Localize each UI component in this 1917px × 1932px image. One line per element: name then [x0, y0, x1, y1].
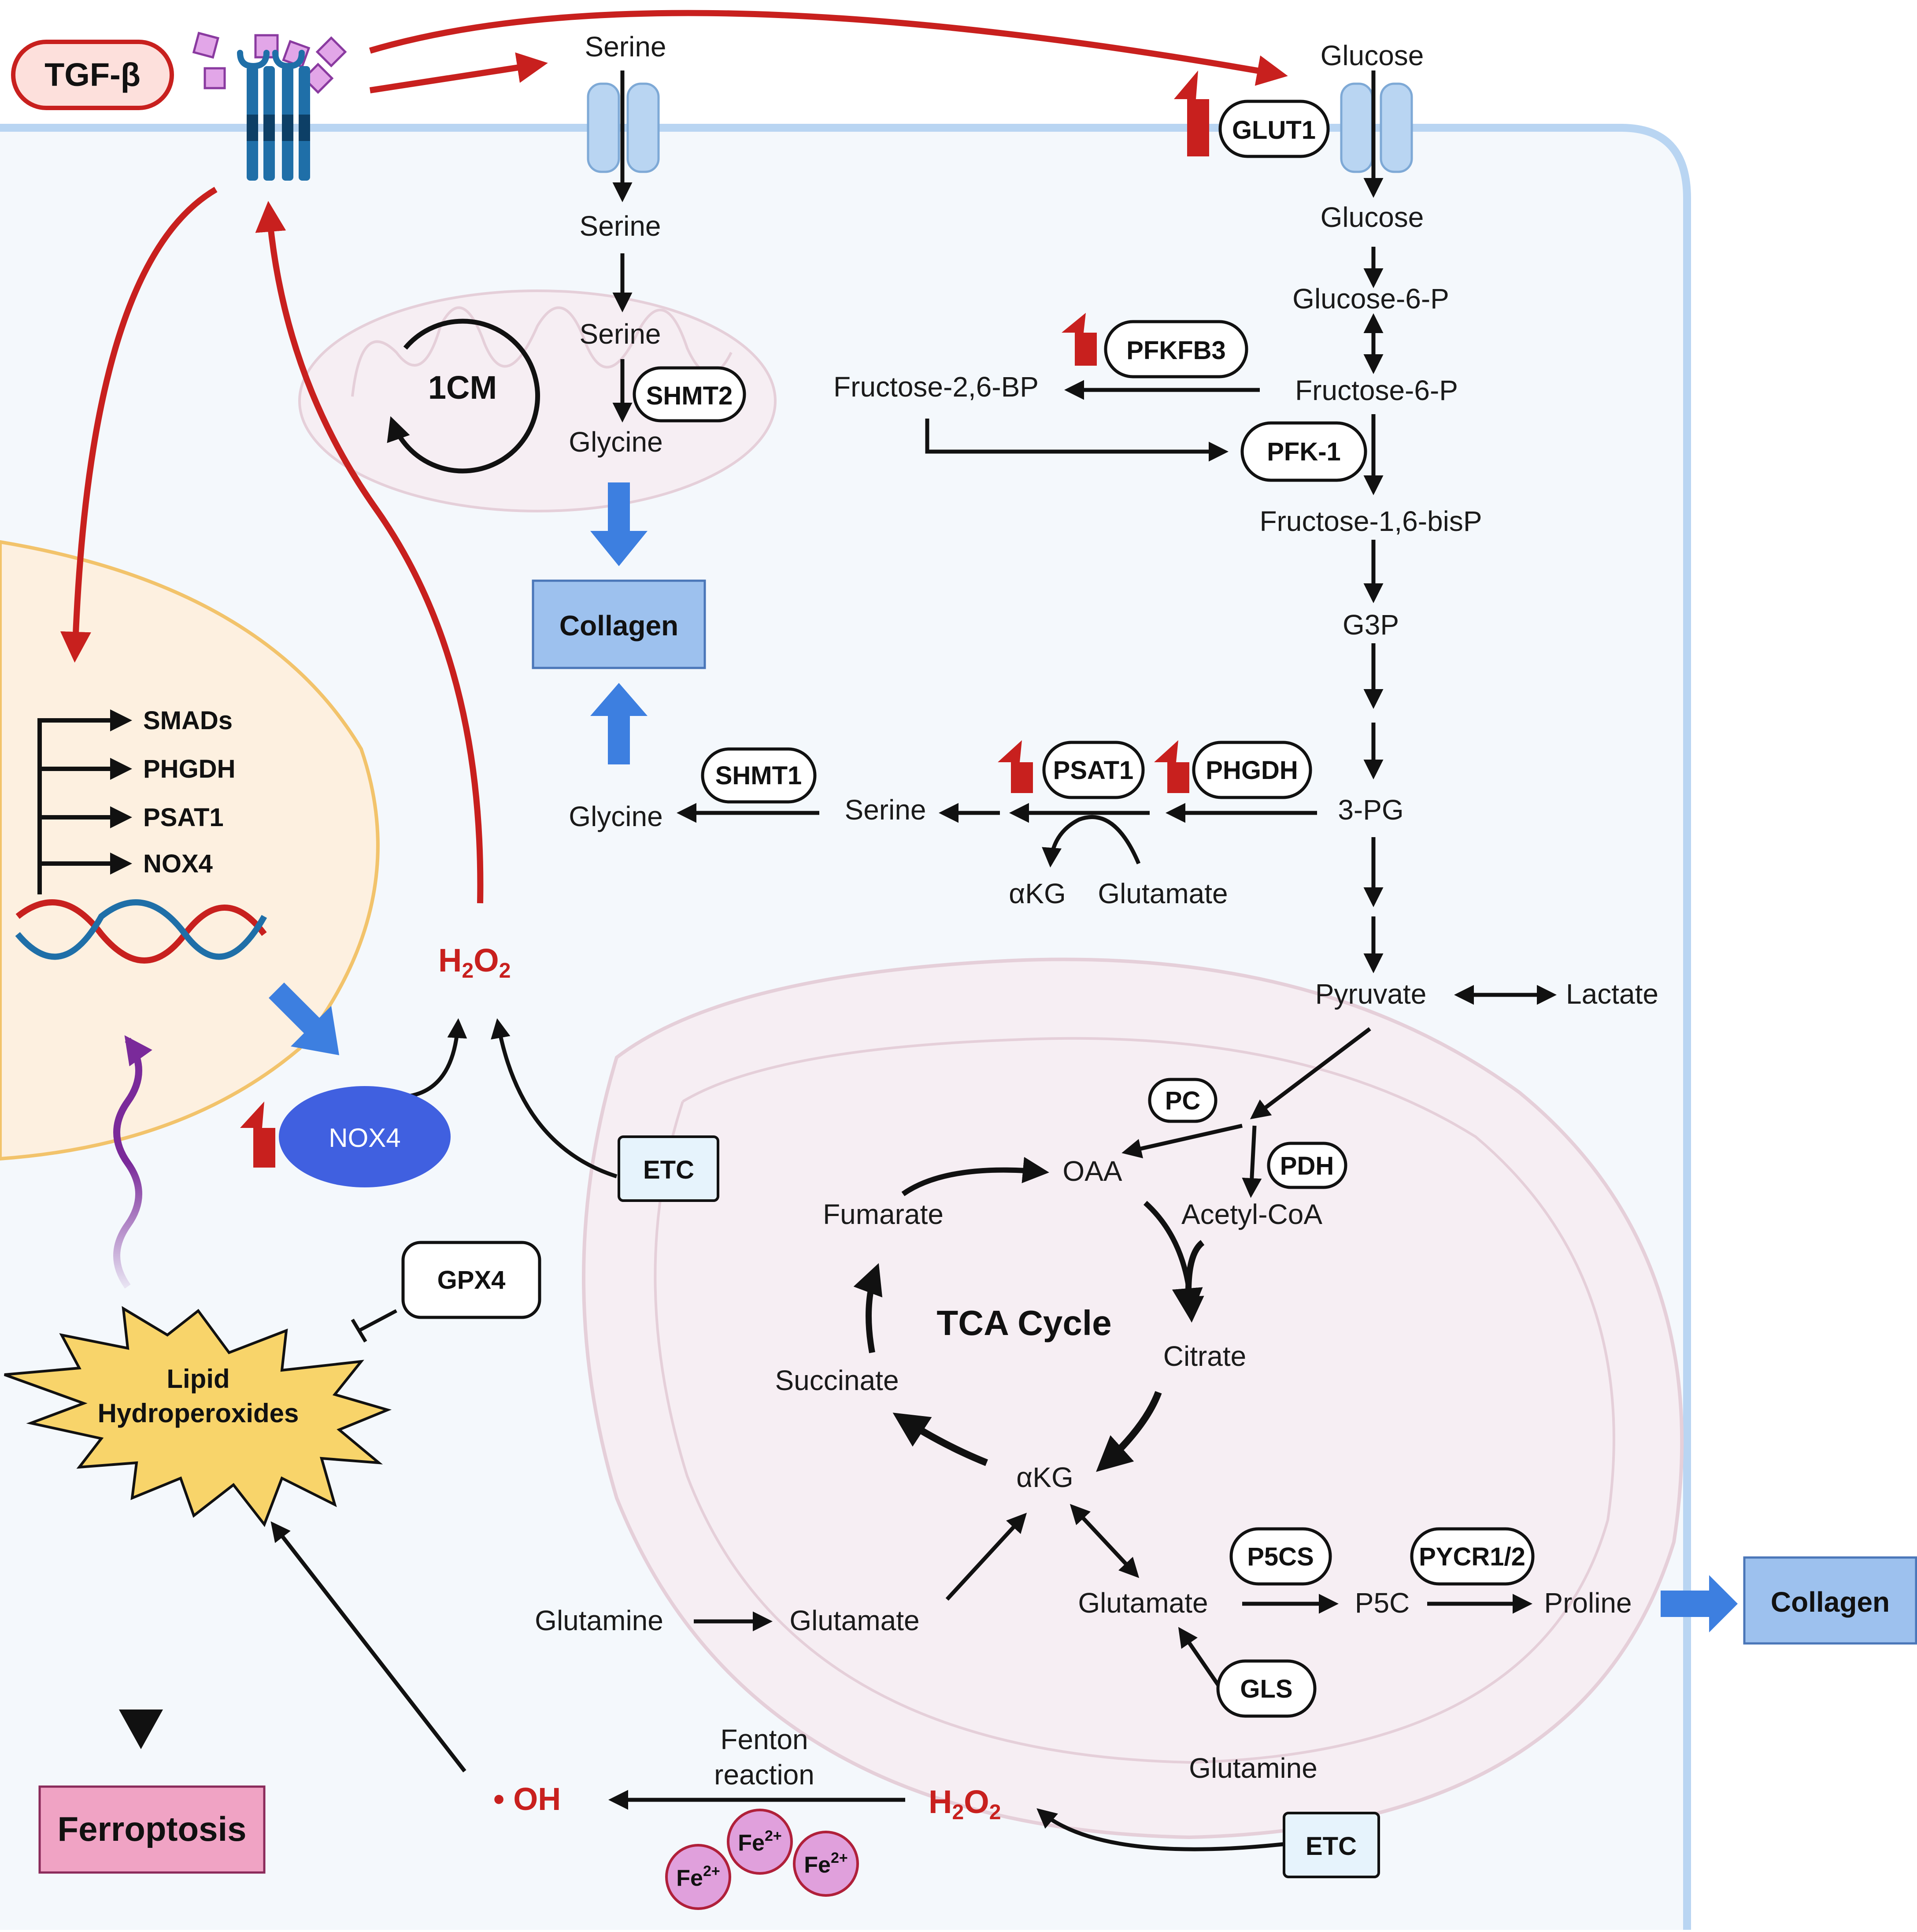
svg-text:Fe2+: Fe2+	[676, 1863, 720, 1891]
gene-psat1: PSAT1	[143, 803, 224, 832]
gene-smads: SMADs	[143, 706, 233, 735]
akg-cyto: αKG	[1009, 878, 1066, 909]
h2o2-label-bottom: H2O2	[929, 1784, 1001, 1824]
gene-nox4: NOX4	[143, 849, 213, 878]
akg-tca: αKG	[1016, 1461, 1073, 1493]
ferroptosis-box	[38, 1785, 266, 1874]
pathway-arrows	[270, 70, 1557, 1851]
succinate-label: Succinate	[775, 1365, 899, 1396]
p5cs-label: P5CS	[1247, 1543, 1314, 1571]
proline-label: Proline	[1544, 1587, 1632, 1619]
pc-label: PC	[1165, 1087, 1201, 1115]
mitochondrion-large	[582, 957, 1684, 1839]
etc-box-top	[618, 1135, 719, 1202]
cell-membrane	[0, 124, 1691, 1930]
tgf-beta-badge	[11, 40, 174, 110]
etc-label-bottom: ETC	[1306, 1832, 1357, 1861]
tgf-beta-arrows	[60, 10, 1288, 904]
gpx4-label: GPX4	[437, 1266, 506, 1294]
glutamate-left: Glutamate	[789, 1605, 919, 1636]
glut1-label: GLUT1	[1232, 116, 1316, 145]
3pg-label: 3-PG	[1338, 794, 1403, 826]
tgf-beta-receptor-icon	[237, 50, 310, 181]
tca-title: TCA Cycle	[936, 1303, 1111, 1342]
lipid-line1: Lipid	[167, 1364, 229, 1394]
gpx4-inhibition	[358, 1309, 397, 1332]
dna-icon	[15, 899, 267, 964]
g6p-label: Glucose-6-P	[1292, 283, 1449, 315]
oaa-label: OAA	[1062, 1155, 1122, 1187]
etc-box-bottom	[1283, 1812, 1380, 1878]
h2o2-label-top: H2O2	[438, 942, 511, 983]
glutamate-cyto: Glutamate	[1098, 878, 1228, 909]
lipid-hydroperoxides-burst	[4, 1306, 392, 1528]
one-carbon-cycle-icon	[387, 319, 540, 474]
nox4-ellipse	[279, 1086, 451, 1187]
lipid-signal-wave	[113, 1035, 152, 1289]
serine-transporter-icon	[587, 82, 660, 173]
collagen-box-right	[1743, 1556, 1917, 1645]
glycine-mito: Glycine	[569, 426, 662, 458]
ferroptosis-label: Ferroptosis	[57, 1810, 246, 1848]
gene-phgdh: PHGDH	[143, 755, 235, 783]
etc-label-top: ETC	[643, 1156, 694, 1184]
tgf-beta-label: TGF-β	[44, 56, 141, 93]
shmt1-label: SHMT1	[715, 761, 802, 790]
citrate-label: Citrate	[1163, 1340, 1247, 1372]
one-carbon-label: 1CM	[428, 369, 497, 406]
glucose-out: Glucose	[1321, 40, 1424, 71]
glutamate-mito: Glutamate	[1078, 1587, 1208, 1619]
psat1-label: PSAT1	[1053, 756, 1134, 785]
glutamine-bottom: Glutamine	[1189, 1752, 1317, 1784]
fumarate-label: Fumarate	[823, 1198, 944, 1230]
phgdh-label: PHGDH	[1206, 756, 1298, 785]
pfkfb3-label: PFKFB3	[1126, 336, 1226, 365]
pdh-label: PDH	[1280, 1152, 1334, 1180]
f26bp-label: Fructose-2,6-BP	[833, 371, 1039, 403]
tgf-beta-ligands	[192, 31, 347, 94]
fenton-line2: reaction	[714, 1759, 814, 1791]
fenton-line1: Fenton	[720, 1724, 808, 1755]
g3p-label: G3P	[1343, 609, 1399, 641]
serine-mito: Serine	[580, 318, 661, 350]
pyruvate-label: Pyruvate	[1315, 978, 1427, 1010]
f16bp-label: Fructose-1,6-bisP	[1259, 505, 1482, 537]
lactate-label: Lactate	[1566, 978, 1658, 1010]
blue-arrows	[269, 482, 1738, 1632]
lipid-line2: Hydroperoxides	[98, 1398, 299, 1428]
gene-arrows	[37, 709, 132, 894]
p5c-label: P5C	[1355, 1587, 1410, 1619]
serine-cyto: Serine	[845, 794, 926, 826]
nox4-label: NOX4	[329, 1123, 400, 1153]
collagen-label-top: Collagen	[559, 610, 678, 642]
gls-label: GLS	[1240, 1675, 1292, 1703]
serine-out: Serine	[585, 31, 666, 63]
shmt2-label: SHMT2	[646, 382, 733, 410]
serine-in: Serine	[580, 210, 661, 242]
glucose-transporter-icon	[1340, 82, 1413, 173]
iron-ions: Fe2+ Fe2+ Fe2+	[665, 1809, 859, 1910]
glucose-in: Glucose	[1321, 201, 1424, 233]
hydroxyl-radical-label: • OH	[493, 1782, 561, 1817]
enzyme-pills	[401, 100, 1535, 1718]
glycine-cyto: Glycine	[569, 801, 662, 832]
pycr-label: PYCR1/2	[1419, 1543, 1525, 1571]
upregulation-icons	[240, 70, 1209, 1168]
collagen-label-right: Collagen	[1771, 1586, 1890, 1618]
glutamine-left: Glutamine	[535, 1605, 663, 1636]
f6p-label: Fructose-6-P	[1295, 375, 1458, 406]
pfk1-label: PFK-1	[1267, 438, 1341, 466]
collagen-box-top	[532, 579, 706, 669]
acetyl-coa-label: Acetyl-CoA	[1181, 1198, 1322, 1230]
